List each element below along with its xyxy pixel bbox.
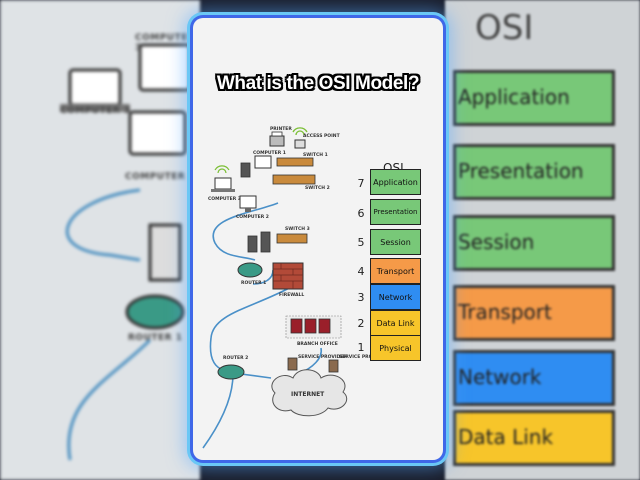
background-label: COMPUTER 3 [135, 33, 196, 53]
video-card: What is the OSI Model? PRINTER ACCESS PO… [193, 18, 443, 460]
background-right-osi: OSI Application Presentation Session Tra… [445, 0, 640, 480]
printer-label: PRINTER [270, 126, 292, 132]
layer-physical: Physical [370, 335, 421, 361]
background-label: COMPUTER 3 [60, 106, 131, 116]
service-provider-label: SERVICE PROVIDER [298, 354, 347, 360]
background-label: ROUTER 1 [128, 333, 183, 343]
layer-presentation: Presentation [370, 199, 421, 225]
layer-number: 2 [357, 317, 365, 330]
video-title: What is the OSI Model? [216, 73, 420, 94]
network-diagram: PRINTER ACCESS POINT SWITCH 1 COMPUTER 1… [202, 126, 388, 449]
layer-number: 7 [357, 177, 365, 190]
background-label: COMPUTER 2 [125, 172, 196, 182]
layer-number: 5 [357, 236, 365, 249]
background-layer: Application [453, 70, 615, 126]
switch2-label: SWITCH 2 [305, 185, 330, 191]
background-layer: Presentation [453, 144, 615, 200]
firewall-label: FIREWALL [279, 292, 304, 298]
layer-number: 1 [357, 341, 365, 354]
layer-number: 6 [357, 207, 365, 220]
router1-label: ROUTER 1 [241, 280, 266, 286]
layer-data-link: Data Link [370, 310, 421, 336]
background-osi-title: OSI [475, 8, 534, 48]
internet-label: INTERNET [291, 391, 325, 398]
layer-number: 4 [357, 265, 365, 278]
branch-office-label: BRANCH OFFICE [297, 341, 338, 347]
background-layer: Transport [453, 285, 615, 341]
computer3-label: COMPUTER 3 [208, 196, 241, 202]
background-layer: Network [453, 350, 615, 406]
layer-network: Network [370, 284, 421, 310]
router2-label: ROUTER 2 [223, 355, 248, 361]
background-layer: Data Link [453, 410, 615, 466]
switch1-label: SWITCH 1 [303, 152, 328, 158]
background-left-diagram: COMPUTER 3 COMPUTER 3 COMPUTER 2 ROUTER … [0, 0, 200, 480]
switch3-label: SWITCH 3 [285, 226, 310, 232]
service-provider-label-2: SERVICE PROVIDER [339, 354, 388, 360]
layer-session: Session [370, 229, 421, 255]
background-network-drawing [60, 43, 192, 461]
computer2-label: COMPUTER 2 [236, 214, 269, 220]
layer-transport: Transport [370, 258, 421, 284]
background-layer: Session [453, 215, 615, 271]
computer1-label: COMPUTER 1 [253, 150, 286, 156]
access-point-label: ACCESS POINT [303, 133, 341, 139]
layer-application: Application [370, 169, 421, 195]
layer-number: 3 [357, 291, 365, 304]
